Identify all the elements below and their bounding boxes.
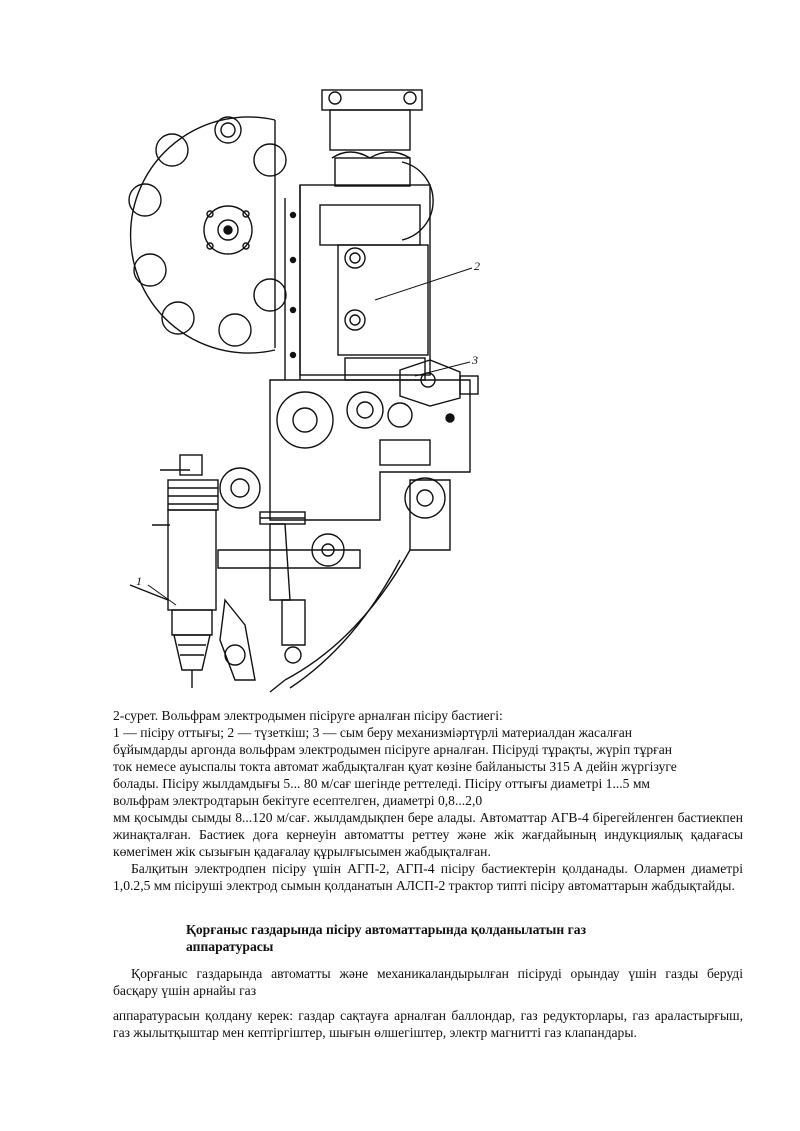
section-paragraph-2: аппаратурасын қолдану керек: газдар сақт…	[113, 1008, 743, 1040]
caption-paragraph-2: Балқитын электродпен пісіру үшін АГП-2, …	[113, 861, 743, 893]
section-paragraph-1: Қорғаныс газдарында автоматты және механ…	[113, 966, 743, 998]
wire-feed-mechanism	[269, 357, 479, 521]
heading-line-2: аппаратурасы	[186, 939, 274, 954]
figure-caption: 2-сурет. Вольфрам электродымен пісіруге …	[113, 707, 743, 894]
caption-line: 1 — пісіру оттығы; 2 — түзеткіш; 3 — сым…	[113, 725, 633, 740]
technical-drawing: 2 3 1	[128, 89, 480, 693]
label-3: 3	[471, 353, 478, 367]
caption-paragraph-1: мм қосымды сымды 8...120 м/сағ. жылдамды…	[113, 810, 743, 859]
heading-line-1: Қорғаныс газдарында пісіру автоматтарынд…	[186, 922, 587, 937]
welding-head-drawing: 2 3 1	[110, 80, 500, 700]
caption-line: 2-сурет. Вольфрам электродымен пісіруге …	[113, 708, 503, 723]
caption-line: ток немесе ауыспалы токта автомат жабдық…	[113, 759, 677, 774]
lower-arms	[217, 467, 451, 693]
top-motor	[284, 89, 434, 380]
revolver-disk	[128, 116, 287, 354]
label-2: 2	[474, 259, 480, 273]
welding-torch	[129, 454, 219, 688]
label-1: 1	[136, 574, 142, 588]
caption-line: бұйымдарды аргонда вольфрам электродымен…	[113, 742, 673, 757]
caption-line: вольфрам электродтарын бекітуге есептелг…	[113, 793, 483, 808]
section-heading: Қорғаныс газдарында пісіру автоматтарынд…	[186, 921, 706, 955]
section-body: Қорғаныс газдарында автоматты және механ…	[113, 965, 743, 1041]
caption-line: болады. Пісіру жылдамдығы 5... 80 м/сағ …	[113, 776, 651, 791]
